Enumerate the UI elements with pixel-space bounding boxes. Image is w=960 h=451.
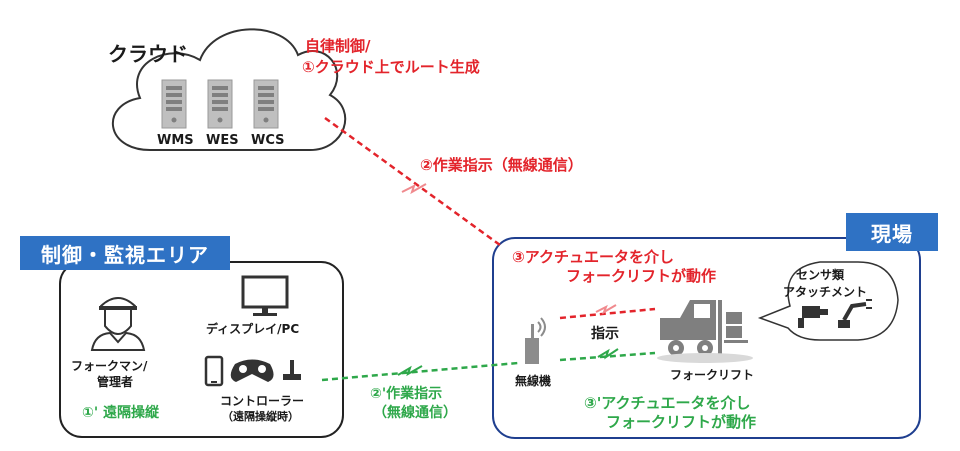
forklift-label: フォークリフト: [670, 368, 755, 382]
monitor-icon: [241, 275, 289, 316]
actuator-note-line1: ③アクチュエータを介し: [512, 248, 674, 266]
server-label-wes: WES: [206, 133, 239, 148]
actuator-alt-line2: フォークリフトが動作: [606, 413, 757, 431]
instruction-label: ②作業指示（無線通信）: [420, 156, 583, 174]
server-icon-wms: [161, 79, 187, 129]
instruction-link-red: [559, 307, 656, 320]
person-label-line1: フォークマン/: [71, 359, 148, 373]
actuator-alt-line1: ③'アクチュエータを介し: [584, 394, 751, 412]
server-label-wcs: WCS: [251, 133, 285, 148]
controller-sub-label: （遠隔操縦時）: [222, 410, 299, 423]
wireless-signal-icon-red: [401, 183, 427, 195]
wireless-signal-icon-green: [397, 365, 423, 377]
pc-label: ディスプレイ/PC: [206, 322, 300, 336]
robot-arm-icon: [838, 299, 872, 328]
forklift-icon: [657, 300, 753, 363]
person-label-line2: 管理者: [97, 375, 134, 389]
instruction-alt-line1: ②'作業指示: [370, 386, 443, 402]
server-label-wms: WMS: [157, 133, 194, 148]
wireless-link-control-to-radio: [321, 361, 519, 382]
instruction-link-green: [559, 351, 656, 362]
gamepad-icon: [230, 359, 274, 382]
sensor-speech-bubble: [757, 261, 899, 341]
server-icon-wcs: [253, 79, 279, 129]
control-area-title: 制御・監視エリア: [20, 236, 230, 270]
remote-operation-label: ①' 遠隔操縦: [82, 405, 160, 421]
person-icon: [90, 297, 146, 351]
radio-label: 無線機: [515, 374, 552, 388]
wireless-link-cloud-to-site: [324, 116, 501, 247]
actuator-note-line2: フォークリフトが動作: [566, 267, 717, 285]
instruction-site-label: 指示: [591, 326, 619, 342]
cloud-note-line1: 自律制御/: [305, 37, 371, 55]
server-icon-wes: [207, 79, 233, 129]
smartphone-icon: [204, 355, 224, 387]
instruction-alt-line2: （無線通信）: [373, 405, 457, 421]
sensor-label-line1: センサ類: [796, 268, 845, 282]
site-title: 現場: [846, 213, 938, 251]
cloud-note-line2: ①クラウド上でルート生成: [302, 58, 480, 76]
sensor-label-line2: アタッチメント: [783, 285, 868, 299]
radio-icon: [525, 317, 546, 364]
controller-label: コントローラー: [220, 394, 305, 408]
instruction-signal-icon-red: [595, 304, 617, 315]
camera-icon: [798, 306, 828, 328]
cloud-label: クラウド: [108, 42, 188, 66]
joystick-icon: [283, 360, 301, 380]
instruction-signal-icon-green: [597, 348, 619, 360]
